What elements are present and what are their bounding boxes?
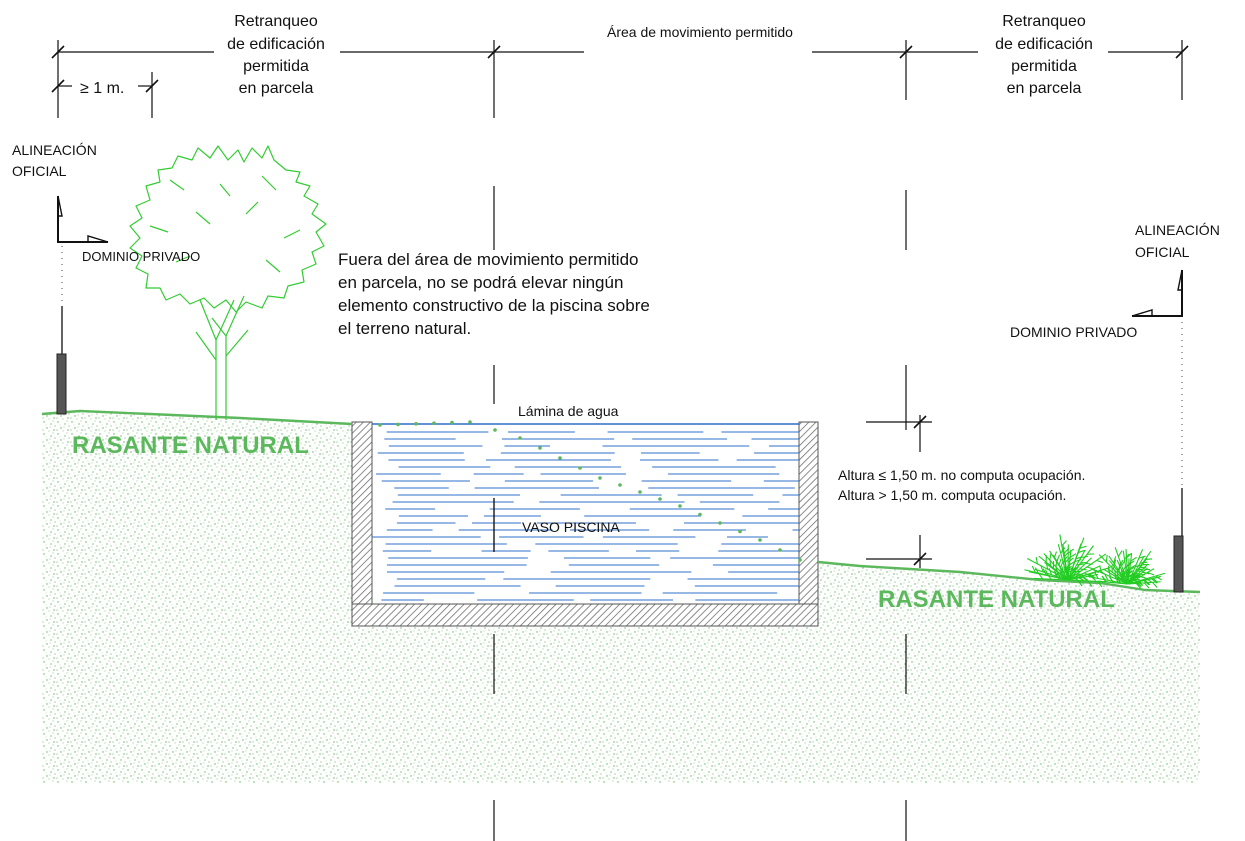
- private-domain-left: DOMINIO PRIVADO: [82, 249, 200, 264]
- grade-dot: [738, 529, 742, 534]
- setback-right-label: Retranqueo de edificación permitida en p…: [995, 13, 1093, 97]
- setback-right-line-1: Retranqueo: [1002, 13, 1086, 30]
- alignment-right-line-1: ALINEACIÓN: [1135, 222, 1220, 238]
- note-line-3: elemento constructivo de la piscina sobr…: [338, 296, 650, 315]
- grade-dot: [638, 490, 642, 494]
- pool-wall-right: [798, 421, 819, 627]
- grade-dot: [493, 428, 497, 432]
- setback-left-line-1: Retranqueo: [234, 13, 318, 30]
- grade-dot: [698, 512, 702, 517]
- tree-icon: [129, 145, 327, 420]
- grade-dot: [778, 548, 782, 552]
- private-domain-right: DOMINIO PRIVADO: [1010, 324, 1137, 340]
- water-surface-label: Lámina de agua: [518, 403, 619, 419]
- natural-grade-left-label: RASANTE NATURAL: [72, 432, 309, 459]
- height-rule-2: Altura > 1,50 m. computa ocupación.: [838, 487, 1066, 503]
- note-line-2: en parcela, no se podrá elevar ningún: [338, 273, 623, 292]
- grade-dot: [414, 422, 418, 426]
- pool-floor: [351, 603, 819, 627]
- dimension-ticks: [51, 45, 1189, 93]
- grade-dot: [798, 558, 802, 562]
- setback-left-line-2: de edificación: [227, 36, 325, 53]
- setback-left-line-3: permitida: [243, 58, 309, 75]
- boundary-post-icon: [1173, 535, 1184, 593]
- grade-dot: [718, 521, 722, 525]
- alignment-left: [56, 195, 109, 415]
- grade-dot: [578, 466, 582, 470]
- alignment-left-line-2: OFICIAL: [12, 163, 67, 179]
- grade-dot: [450, 420, 454, 425]
- grade-dot: [468, 420, 472, 424]
- min-distance-label: ≥ 1 m.: [80, 80, 124, 97]
- setback-left-line-4: en parcela: [239, 80, 314, 97]
- grade-dot: [598, 476, 602, 480]
- restriction-note: Fuera del área de movimiento permitido e…: [338, 250, 650, 338]
- alignment-arrow-icon: [1131, 269, 1183, 317]
- grade-dot: [678, 504, 682, 508]
- grade-dot: [658, 497, 662, 501]
- setback-right-line-2: de edificación: [995, 36, 1093, 53]
- alignment-right: [1131, 269, 1184, 593]
- shrub-icon: [1024, 534, 1166, 589]
- note-line-1: Fuera del área de movimiento permitido: [338, 250, 638, 269]
- grade-dot: [432, 421, 436, 426]
- pool-basin: [351, 421, 819, 627]
- height-dimension: [866, 415, 932, 568]
- setback-right-line-3: permitida: [1011, 58, 1077, 75]
- boundary-post-icon: [56, 353, 67, 415]
- grade-dot: [378, 423, 382, 427]
- ground-line-right: [817, 560, 1201, 594]
- alignment-arrow-icon: [57, 195, 109, 243]
- top-dimension-line: [58, 51, 1182, 87]
- note-line-4: el terreno natural.: [338, 319, 471, 338]
- height-rule-1: Altura ≤ 1,50 m. no computa ocupación.: [838, 467, 1085, 483]
- natural-grade-right-label: RASANTE NATURAL: [878, 586, 1115, 613]
- allowed-area-label: Área de movimiento permitido: [607, 24, 793, 40]
- ground-terrain: [42, 411, 1200, 783]
- grade-dot: [518, 436, 522, 440]
- pool-water: [372, 431, 799, 601]
- setback-right-line-4: en parcela: [1007, 80, 1082, 97]
- alignment-right-line-2: OFICIAL: [1135, 244, 1190, 260]
- setback-left-label: Retranqueo de edificación permitida en p…: [227, 13, 325, 97]
- alignment-left-line-1: ALINEACIÓN: [12, 142, 97, 158]
- grade-dot: [618, 483, 622, 487]
- natural-grade-dotted-line: [378, 420, 802, 562]
- pool-wall-left: [351, 421, 373, 627]
- pool-label: VASO PISCINA: [522, 519, 620, 535]
- grade-dot: [538, 446, 542, 450]
- grade-dot: [396, 422, 400, 427]
- ground-line-left: [41, 409, 353, 426]
- grade-dot: [758, 538, 762, 542]
- grade-dot: [558, 456, 562, 460]
